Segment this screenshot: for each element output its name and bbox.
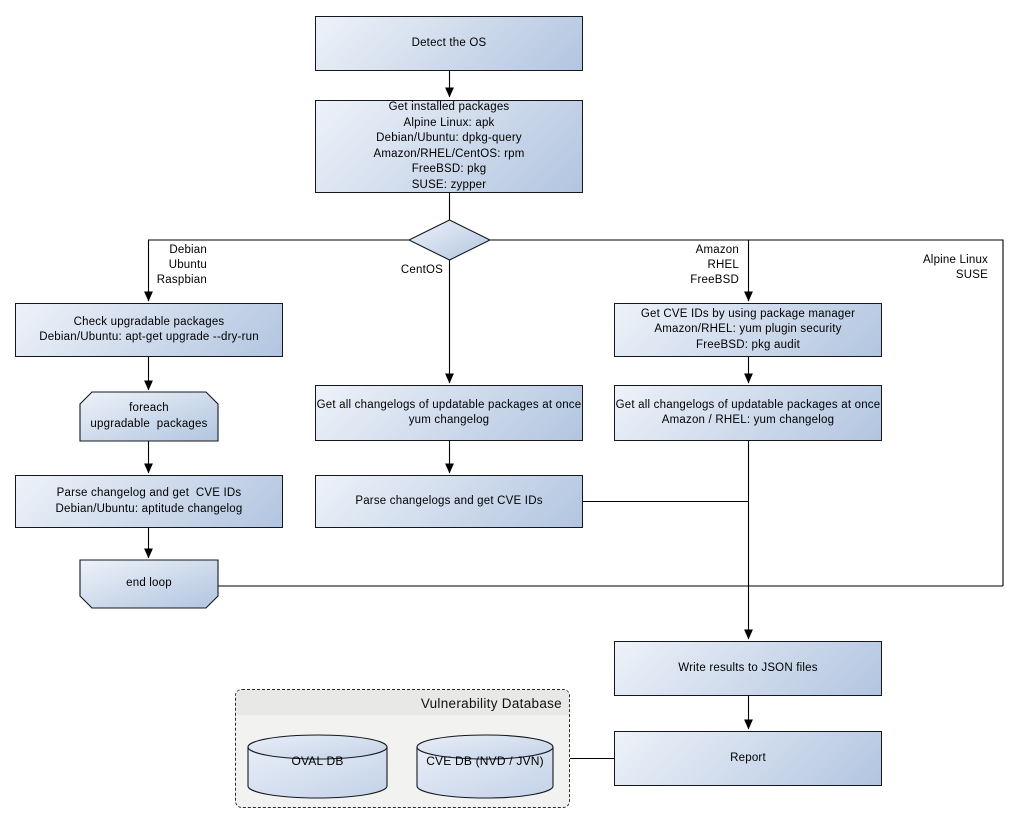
- node-parse-changelog-debian: Parse changelog and get CVE IDs Debian/U…: [15, 475, 283, 528]
- node-parse-changelogs-centos: Parse changelogs and get CVE IDs: [315, 475, 583, 528]
- node-get-installed-packages: Get installed packages Alpine Linux: apk…: [315, 100, 583, 193]
- node-get-changelogs-amazon-rhel: Get all changelogs of updatable packages…: [614, 385, 882, 441]
- node-write-results-json: Write results to JSON files: [614, 641, 882, 696]
- vulnerability-database-title: Vulnerability Database: [236, 690, 569, 715]
- shape-end-loop: [79, 559, 219, 609]
- node-check-upgradable-packages: Check upgradable packages Debian/Ubuntu:…: [15, 303, 283, 357]
- edge-label-centos-branch: CentOS: [400, 264, 443, 276]
- node-get-changelogs-centos: Get all changelogs of updatable packages…: [315, 385, 583, 441]
- edge-label-debian-branch: Debian Ubuntu Raspbian: [156, 244, 207, 286]
- edge-label-amazon-branch: Amazon RHEL FreeBSD: [690, 244, 739, 286]
- node-get-cve-ids-package-manager: Get CVE IDs by using package manager Ama…: [614, 303, 882, 357]
- decision-diamond-os: [407, 219, 492, 261]
- end-loop-label: end loop: [126, 577, 172, 590]
- edge-label-alpine-branch: Alpine Linux SUSE: [922, 254, 988, 281]
- node-detect-os: Detect the OS: [315, 16, 583, 71]
- foreach-loop-label: foreach upgradable packages: [90, 402, 208, 430]
- shape-foreach-loop-start: [79, 391, 219, 442]
- node-report: Report: [614, 731, 882, 786]
- vulnerability-database-container: Vulnerability Database: [235, 689, 570, 808]
